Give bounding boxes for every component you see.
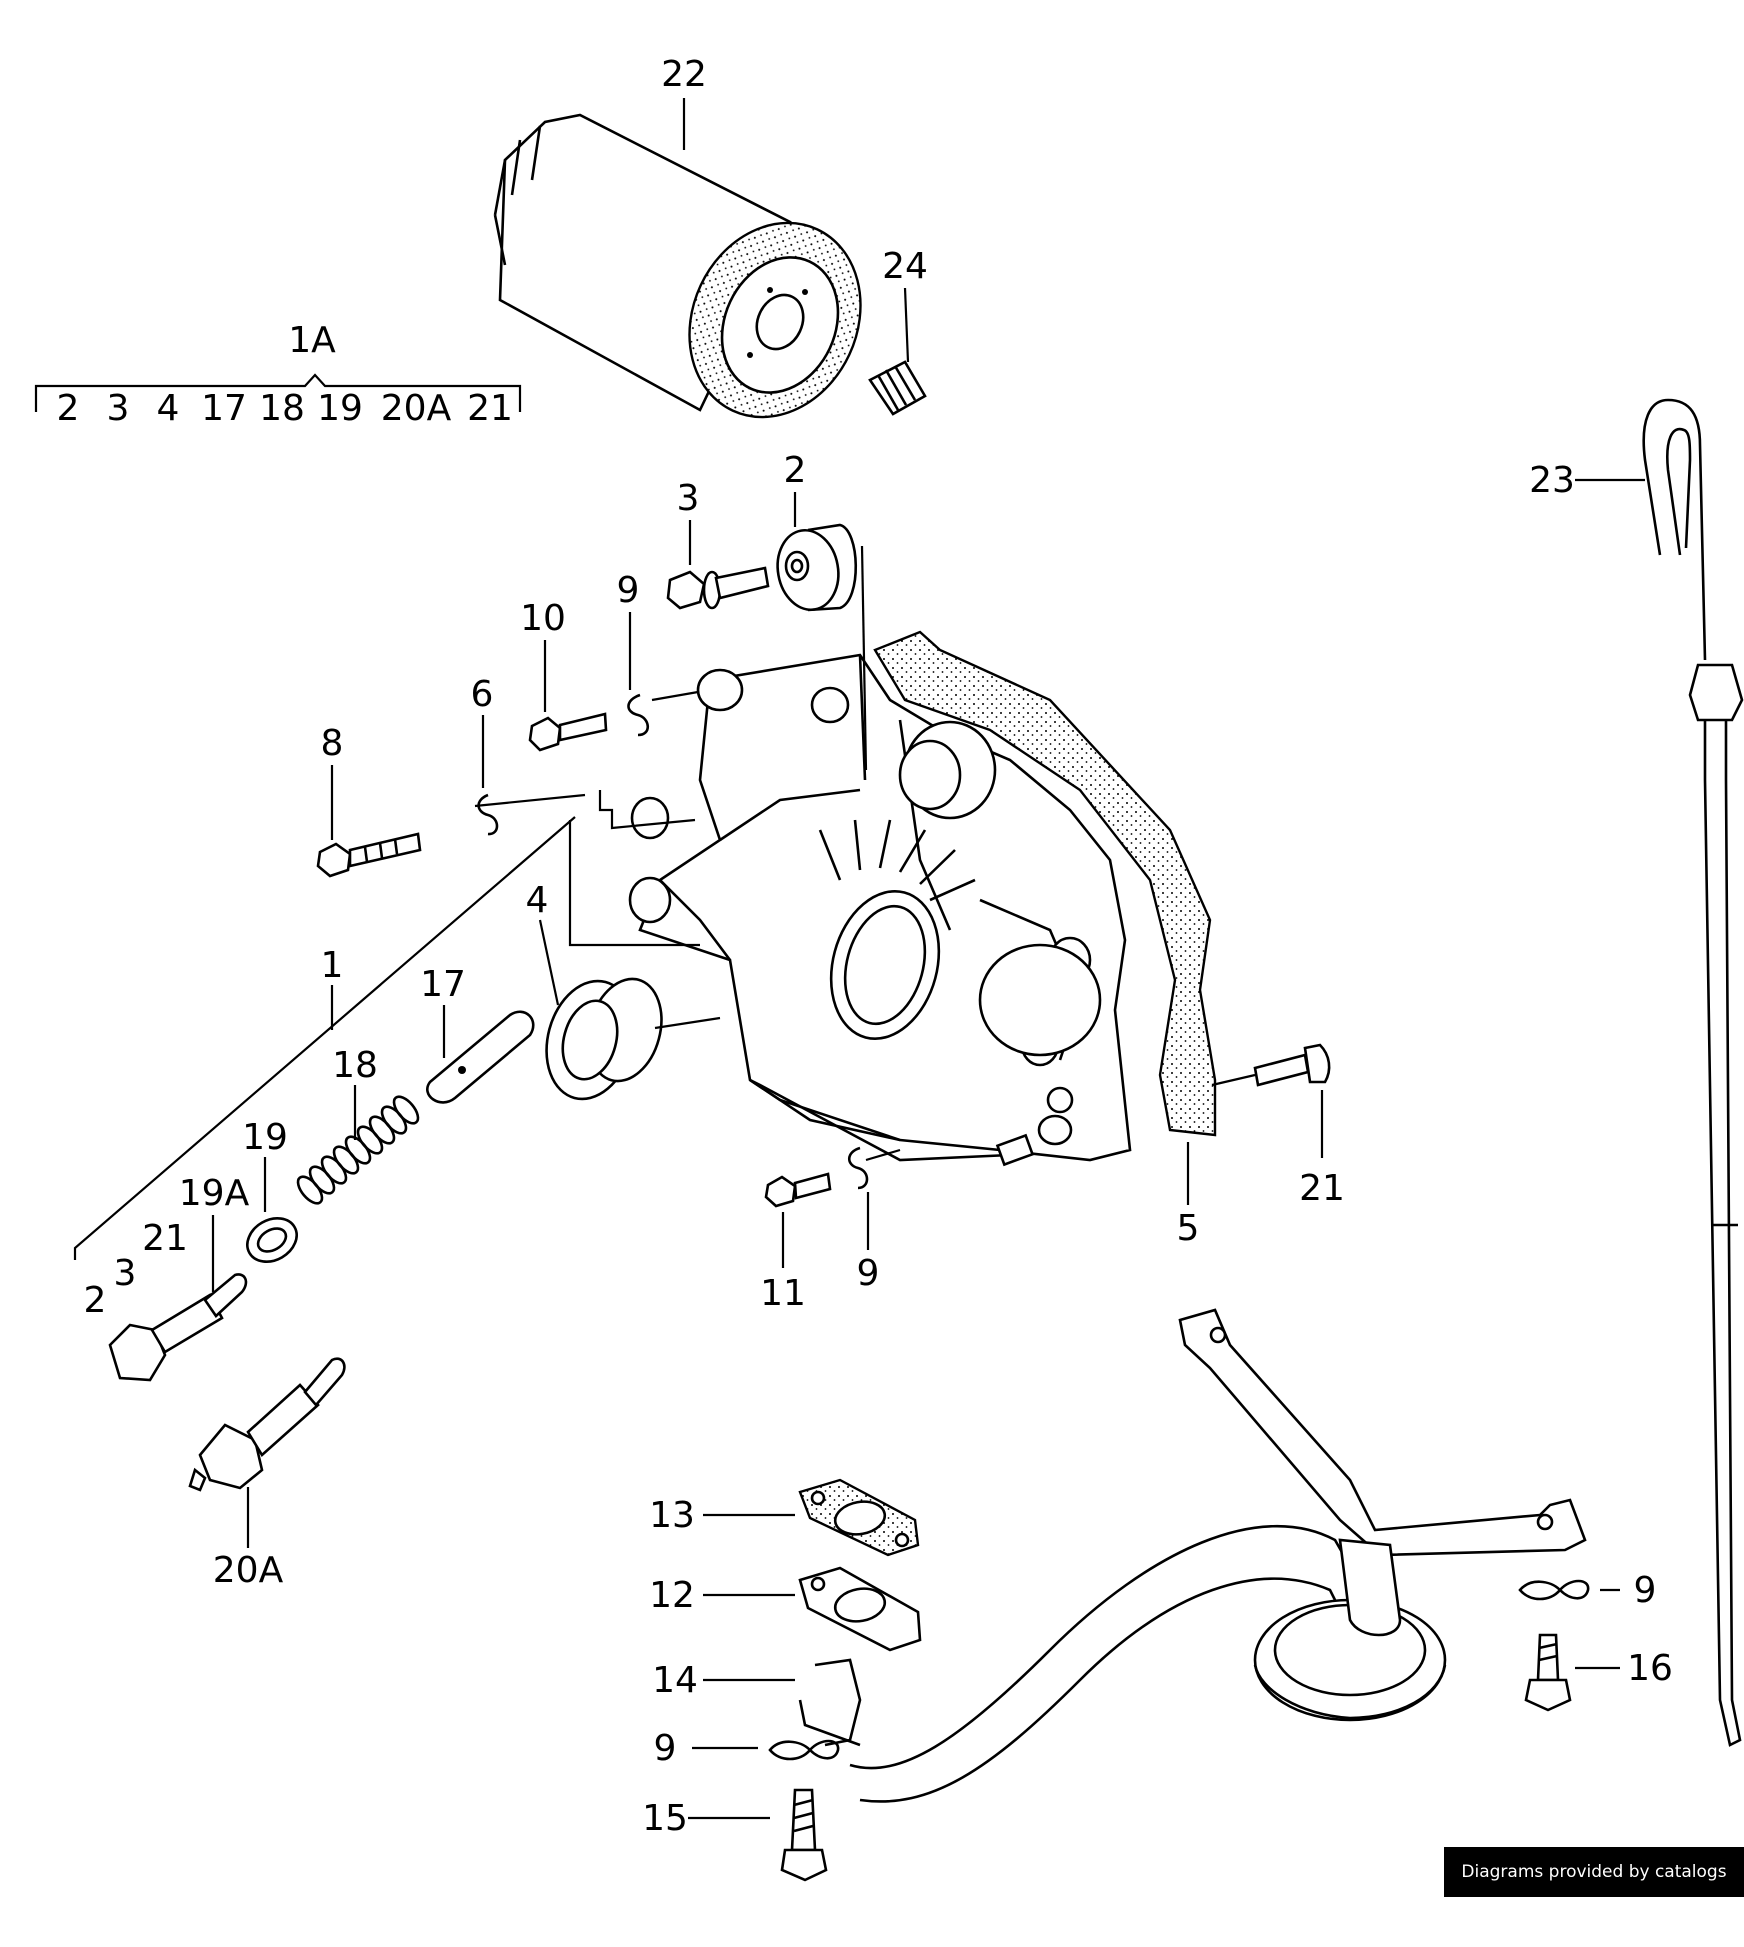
flange-gasket (798, 1478, 920, 1557)
callout-21-left: 21 (142, 1218, 188, 1259)
callout-3-left: 3 (114, 1253, 137, 1294)
callout-8: 8 (321, 723, 344, 764)
callout-4: 4 (526, 880, 549, 921)
callout-22: 22 (661, 54, 707, 95)
bolt (764, 1172, 832, 1208)
kit-member: 17 (201, 388, 247, 429)
callout-24: 24 (882, 246, 928, 287)
dipstick (1642, 398, 1744, 1747)
kit-member-list: 2 3 4 17 18 19 20A 21 (57, 388, 513, 429)
callout-3-top: 3 (677, 478, 700, 519)
kit-label: 1A (288, 320, 336, 361)
kit-member: 21 (467, 388, 513, 429)
retaining-clip (1518, 1579, 1590, 1601)
callout-16: 16 (1627, 1648, 1673, 1689)
callout-9-lower-left: 9 (654, 1728, 677, 1769)
kit-member: 2 (57, 388, 80, 429)
callout-5: 5 (1177, 1208, 1200, 1249)
kit-member: 4 (157, 388, 180, 429)
relief-piston (426, 1010, 535, 1104)
pump-housing (628, 630, 1217, 1167)
callout-9-mid: 9 (857, 1253, 880, 1294)
retaining-clip (768, 1739, 840, 1761)
bolt-with-washer (666, 566, 770, 610)
callout-1: 1 (321, 945, 344, 986)
kit-member: 20A (381, 388, 452, 429)
callout-20A: 20A (213, 1550, 284, 1591)
callout-2-top: 2 (784, 450, 807, 491)
callout-13: 13 (649, 1495, 695, 1536)
callout-9-right: 9 (1634, 1570, 1657, 1611)
callout-14: 14 (652, 1660, 698, 1701)
retaining-clip (847, 1146, 869, 1190)
credit-banner: Diagrams provided by catalogs parts (1444, 1847, 1744, 1932)
sealing-washer (246, 1217, 298, 1263)
callout-23: 23 (1529, 460, 1575, 501)
leader-line (73, 816, 576, 1260)
leader-line (568, 820, 700, 947)
callout-2-left: 2 (84, 1280, 107, 1321)
callout-21-right: 21 (1299, 1168, 1345, 1209)
flange-plate (798, 1566, 922, 1652)
kit-member: 3 (107, 388, 130, 429)
relief-plug (108, 1273, 248, 1382)
retaining-clip (477, 793, 499, 836)
callout-6: 6 (471, 674, 494, 715)
spring (296, 1095, 420, 1205)
callout-18: 18 (332, 1045, 378, 1086)
bolt (528, 712, 608, 752)
oil-pressure-sender (188, 1357, 346, 1492)
kit-bracket (34, 373, 522, 412)
seal-cap (776, 523, 857, 612)
retaining-clip (627, 693, 650, 737)
leader-line (865, 1148, 901, 1162)
leader-line (538, 919, 560, 1006)
callout-15: 15 (642, 1798, 688, 1839)
bolt (1524, 1633, 1572, 1712)
kit-member: 19 (317, 388, 363, 429)
oil-pickup-tube (798, 1308, 1587, 1803)
callout-9-top: 9 (617, 570, 640, 611)
bolt (316, 832, 422, 878)
callout-19: 19 (242, 1117, 288, 1158)
leader-line (598, 790, 696, 830)
exploded-parts-diagram: 1A 2 3 4 17 18 19 20A 21 22 24 (34, 54, 1744, 1882)
leader-line (903, 287, 910, 363)
oil-filter (493, 113, 862, 419)
callout-19A: 19A (179, 1173, 250, 1214)
leader-line (1211, 1073, 1256, 1087)
threaded-fitting (868, 360, 927, 416)
callout-17: 17 (420, 964, 466, 1005)
countersunk-bolt (1253, 1043, 1331, 1087)
callout-11: 11 (760, 1273, 806, 1314)
callout-10: 10 (520, 598, 566, 639)
callout-12: 12 (649, 1575, 695, 1616)
leader-line (474, 793, 586, 808)
kit-member: 18 (259, 388, 305, 429)
bolt (780, 1788, 828, 1882)
leader-line (860, 545, 868, 771)
leader-line (651, 690, 699, 702)
shaft-seal (545, 977, 663, 1101)
leader-line (654, 1016, 721, 1030)
